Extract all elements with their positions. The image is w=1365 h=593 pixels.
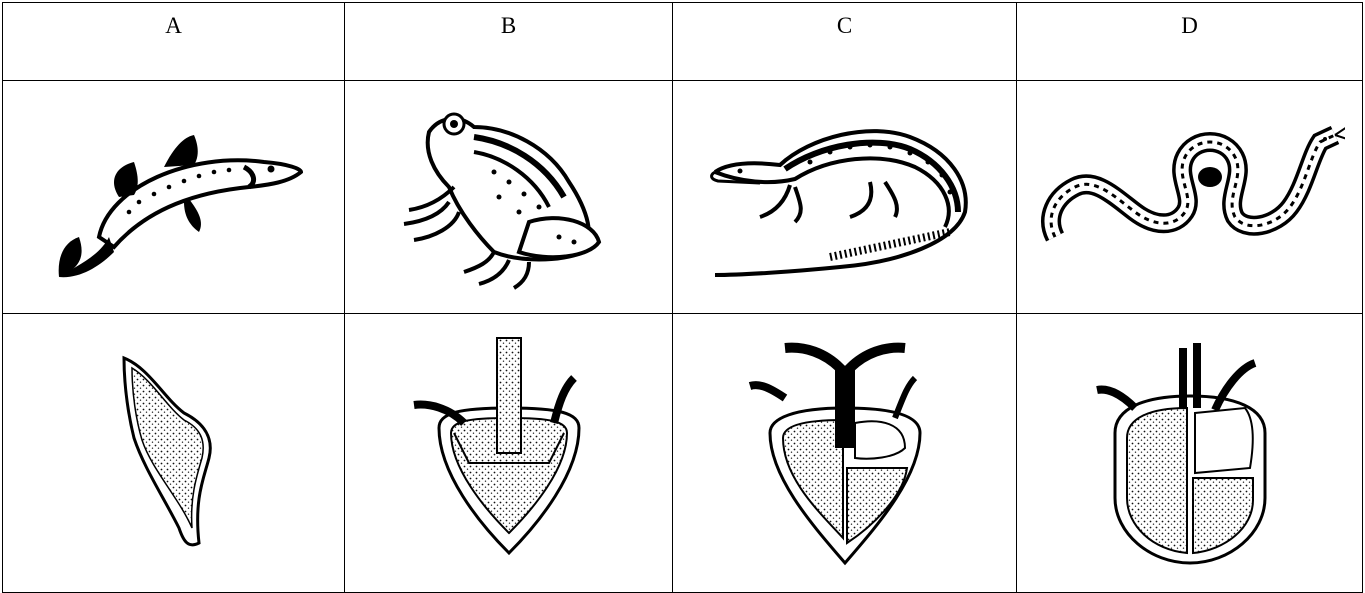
heart-cell-a xyxy=(3,314,345,593)
fish-heart-icon xyxy=(94,348,254,558)
animal-row xyxy=(3,81,1363,314)
amphibian-heart-icon xyxy=(409,333,609,573)
lizard-icon xyxy=(700,107,990,287)
frog-icon xyxy=(399,102,619,292)
animal-cell-d xyxy=(1017,81,1363,314)
heart-row xyxy=(3,314,1363,593)
heart-cell-c xyxy=(673,314,1017,593)
four-chamber-heart-icon xyxy=(1095,328,1285,578)
header-row: A B C D xyxy=(3,3,1363,81)
heart-cell-d xyxy=(1017,314,1363,593)
column-header-b: B xyxy=(345,3,673,81)
column-header-c: C xyxy=(673,3,1017,81)
reptile-heart-icon xyxy=(745,328,945,578)
snake-icon xyxy=(1035,117,1345,277)
column-header-d: D xyxy=(1017,3,1363,81)
animal-cell-a xyxy=(3,81,345,314)
animal-cell-b xyxy=(345,81,673,314)
heart-cell-b xyxy=(345,314,673,593)
column-header-a: A xyxy=(3,3,345,81)
fish-icon xyxy=(39,107,309,287)
animal-cell-c xyxy=(673,81,1017,314)
